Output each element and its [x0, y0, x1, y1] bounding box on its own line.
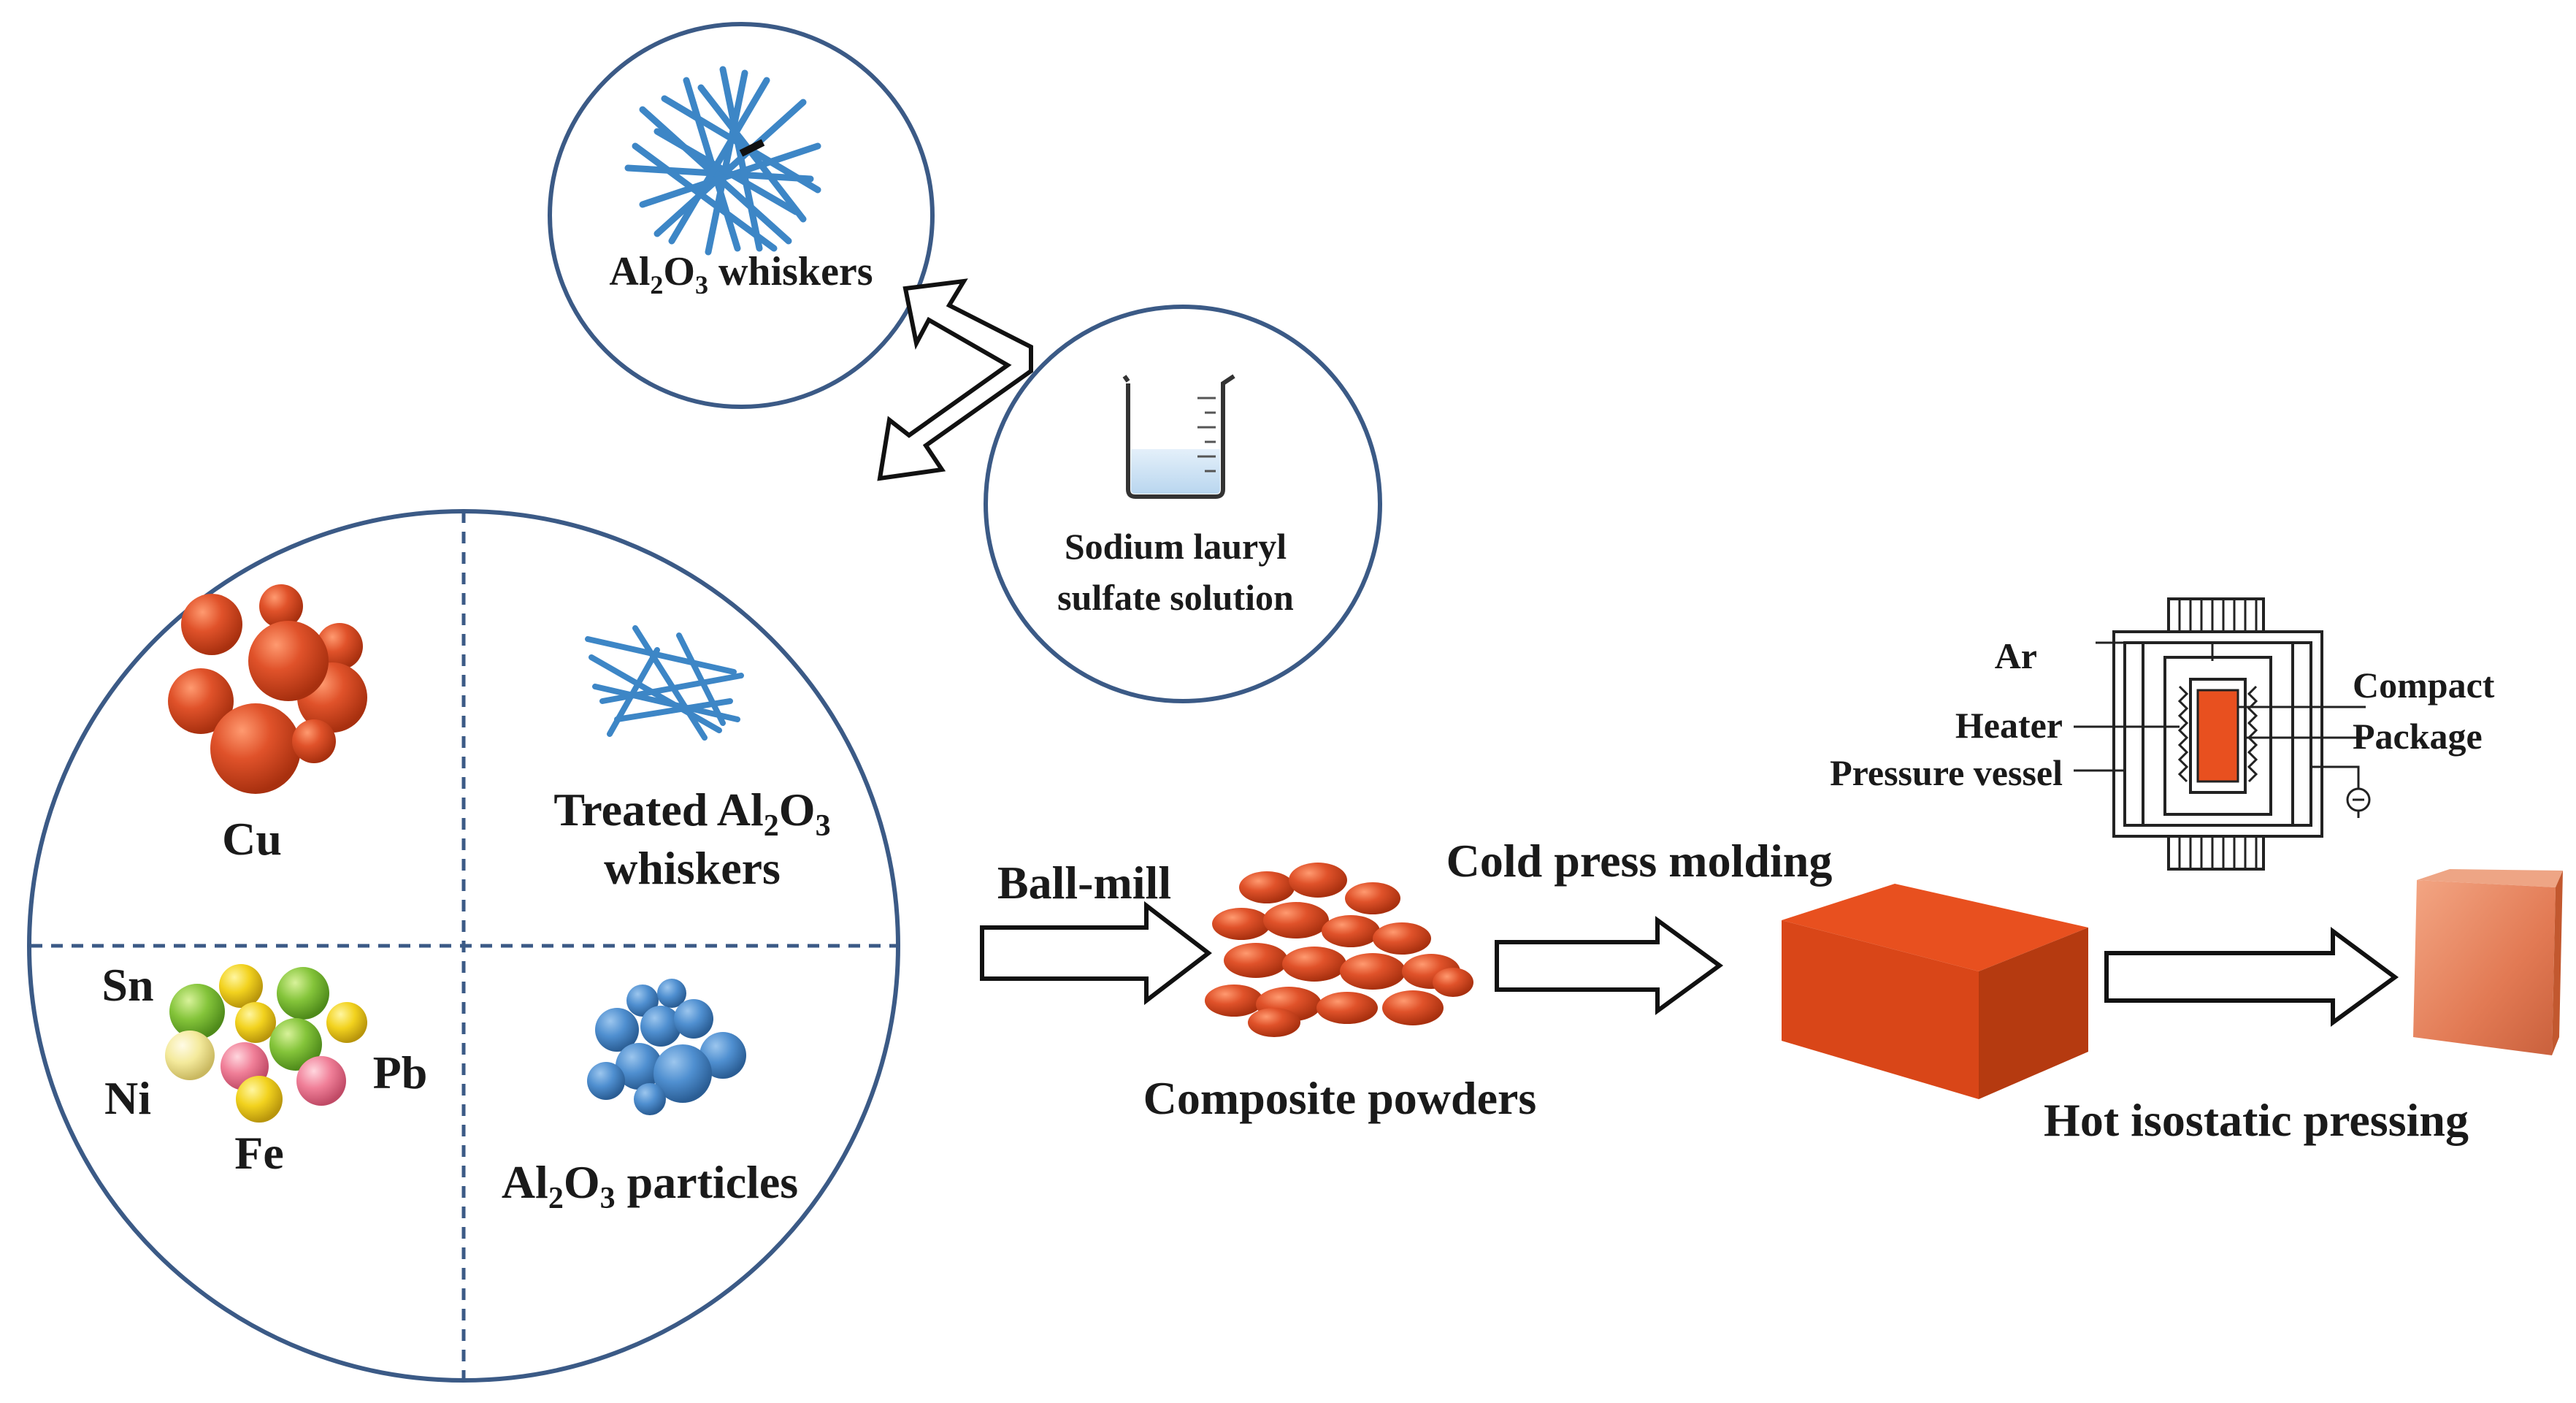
ar-label: Ar — [1995, 635, 2037, 676]
hip-label: Hot isostatic pressing — [2044, 1094, 2469, 1146]
cu-particles-icon — [168, 584, 367, 794]
heater-label: Heater — [1955, 705, 2063, 746]
ball-mill-arrow — [980, 901, 1212, 1006]
cold-press-arrow — [1495, 916, 1724, 1015]
al2o3-whiskers-circle: Al2O3 whiskers — [548, 22, 935, 409]
composite-powders-icon — [1205, 863, 1473, 1037]
ball-mill-label: Ball-mill — [997, 857, 1171, 909]
treated-whiskers-label-line1: Treated Al2O3 — [553, 784, 830, 843]
exchange-double-arrow — [877, 278, 1033, 481]
package-label: Package — [2353, 716, 2483, 757]
compact-block-icon — [1782, 884, 2088, 1099]
beaker-icon — [1122, 374, 1235, 499]
sls-label-line2: sulfate solution — [1057, 577, 1294, 618]
pb-label: Pb — [373, 1047, 428, 1098]
pressure-vessel-label: Pressure vessel — [1830, 752, 2063, 793]
composite-powders-label: Composite powders — [1143, 1072, 1537, 1124]
final-sample-icon — [2413, 869, 2563, 1055]
cold-press-label: Cold press molding — [1446, 835, 1833, 887]
compact-label: Compact — [2353, 665, 2495, 706]
sls-label-line1: Sodium lauryl — [1065, 526, 1287, 567]
hip-apparatus-icon — [2074, 597, 2371, 871]
treated-whiskers-label-line2: whiskers — [604, 842, 781, 894]
hip-arrow — [2104, 927, 2399, 1027]
whisker-bundle-icon — [624, 66, 821, 256]
raw-materials-circle: Cu Treated Al2O3 whiskers Sn — [27, 509, 900, 1383]
al2o3-particles-icon — [587, 979, 746, 1115]
sls-solution-circle: Sodium lauryl sulfate solution — [984, 305, 1382, 703]
sn-label: Sn — [101, 959, 153, 1011]
fe-label: Fe — [234, 1127, 284, 1179]
cu-label: Cu — [222, 813, 282, 865]
ni-label: Ni — [104, 1072, 151, 1124]
whisker-dark-mark — [739, 139, 765, 157]
alloy-elements-icon — [165, 964, 367, 1123]
al2o3-particles-label: Al2O3 particles — [502, 1156, 798, 1215]
al2o3-whiskers-label: Al2O3 whiskers — [609, 249, 873, 299]
treated-whiskers-icon — [585, 625, 744, 741]
